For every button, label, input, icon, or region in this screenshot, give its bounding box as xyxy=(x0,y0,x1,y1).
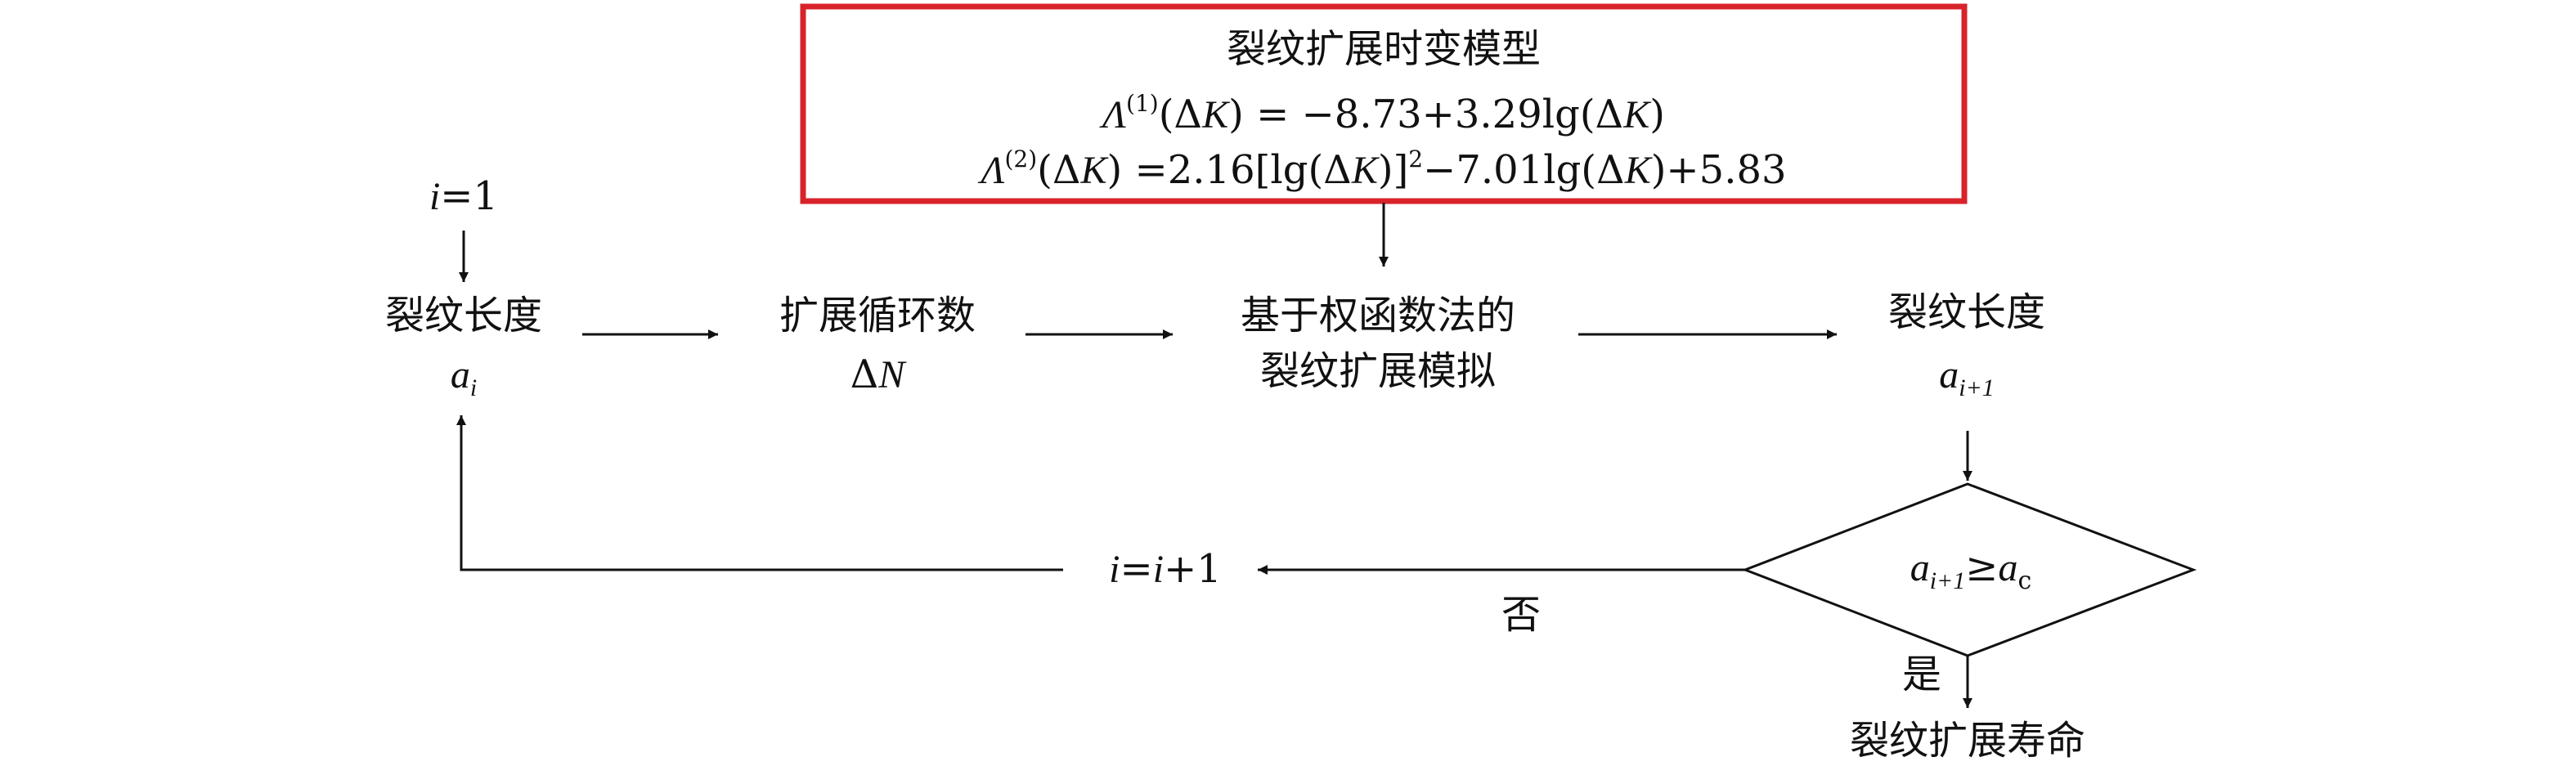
node2-var: ΔN xyxy=(743,350,1012,400)
increment-v2: i xyxy=(1152,548,1165,591)
model-equation-2: Λ(2)(ΔK) =2.16[lg(ΔK)]2−7.01lg(ΔK)+5.83 xyxy=(909,135,1858,195)
node1-var-a: a xyxy=(450,353,470,396)
model-title: 裂纹扩展时变模型 xyxy=(1226,26,1541,72)
node1-label: 裂纹长度 xyxy=(384,293,542,338)
yes-label: 是 xyxy=(1901,652,1941,697)
lambda-symbol: Λ xyxy=(981,149,1005,192)
model-equation-1: Λ(1)(ΔK) = −8.73+3.29lg(ΔK) xyxy=(909,79,1858,140)
eq1-rhs-a: = −8.73+3.29lg(Δ xyxy=(1243,92,1624,137)
node2-label: 扩展循环数 xyxy=(779,293,976,338)
init-var: i xyxy=(429,175,441,218)
eq2-rhs-c: −7.01lg(Δ xyxy=(1423,147,1625,193)
eq2-rhs-var: K xyxy=(1351,149,1378,192)
eq2-var: K xyxy=(1080,149,1107,192)
node3-line2: 裂纹扩展模拟 xyxy=(1259,348,1496,394)
node4-var: ai+1 xyxy=(1844,350,2089,413)
node1-var-sub: i xyxy=(469,374,478,401)
increment-rest: +1 xyxy=(1164,546,1222,592)
result-label: 裂纹扩展寿命 xyxy=(1849,718,2085,764)
eq1-var: K xyxy=(1202,93,1229,137)
increment-eq: = xyxy=(1120,546,1153,592)
eq2-close: ) xyxy=(1106,147,1123,193)
init-label: i=1 xyxy=(398,172,529,222)
decision-var: a xyxy=(1910,546,1930,589)
increment-label: i=i+1 xyxy=(1092,544,1239,594)
node3-line1: 基于权函数法的 xyxy=(1240,293,1515,338)
eq1-superscript: (1) xyxy=(1126,90,1159,117)
eq2-rhs-b: )] xyxy=(1377,147,1409,193)
decision-op: ≥ xyxy=(1965,544,1999,590)
node2-delta: Δ xyxy=(850,352,879,397)
eq2-open: (Δ xyxy=(1037,147,1081,193)
increment-v1: i xyxy=(1109,548,1120,591)
node4-var-a: a xyxy=(1939,353,1959,396)
eq2-rhs-d: )+5.83 xyxy=(1650,147,1787,193)
eq1-open: (Δ xyxy=(1158,92,1203,137)
node4-var-sub: i+1 xyxy=(1959,374,1995,401)
decision-condition: ai+1≥ac xyxy=(1799,543,2143,606)
eq2-rhs-a: =2.16[lg(Δ xyxy=(1122,147,1352,193)
node2-var-n: N xyxy=(878,353,905,396)
model-box xyxy=(800,3,1968,204)
lambda-symbol: Λ xyxy=(1102,93,1127,137)
no-label: 否 xyxy=(1501,592,1541,638)
eq2-square: 2 xyxy=(1408,146,1424,172)
eq2-rhs-var2: K xyxy=(1624,149,1651,192)
eq2-superscript: (2) xyxy=(1004,146,1038,172)
decision-sub: i+1 xyxy=(1929,567,1966,594)
decision-sub2: c xyxy=(2017,567,2032,595)
decision-var2: a xyxy=(1998,546,2018,589)
eq1-close: ) xyxy=(1228,92,1244,137)
eq1-rhs-b: ) xyxy=(1649,92,1665,137)
node4-label: 裂纹长度 xyxy=(1887,289,2045,335)
arrow-loop-back xyxy=(456,415,1063,571)
init-rest: =1 xyxy=(440,173,499,219)
eq1-rhs-var: K xyxy=(1623,93,1650,137)
node1-var: ai xyxy=(341,350,586,413)
